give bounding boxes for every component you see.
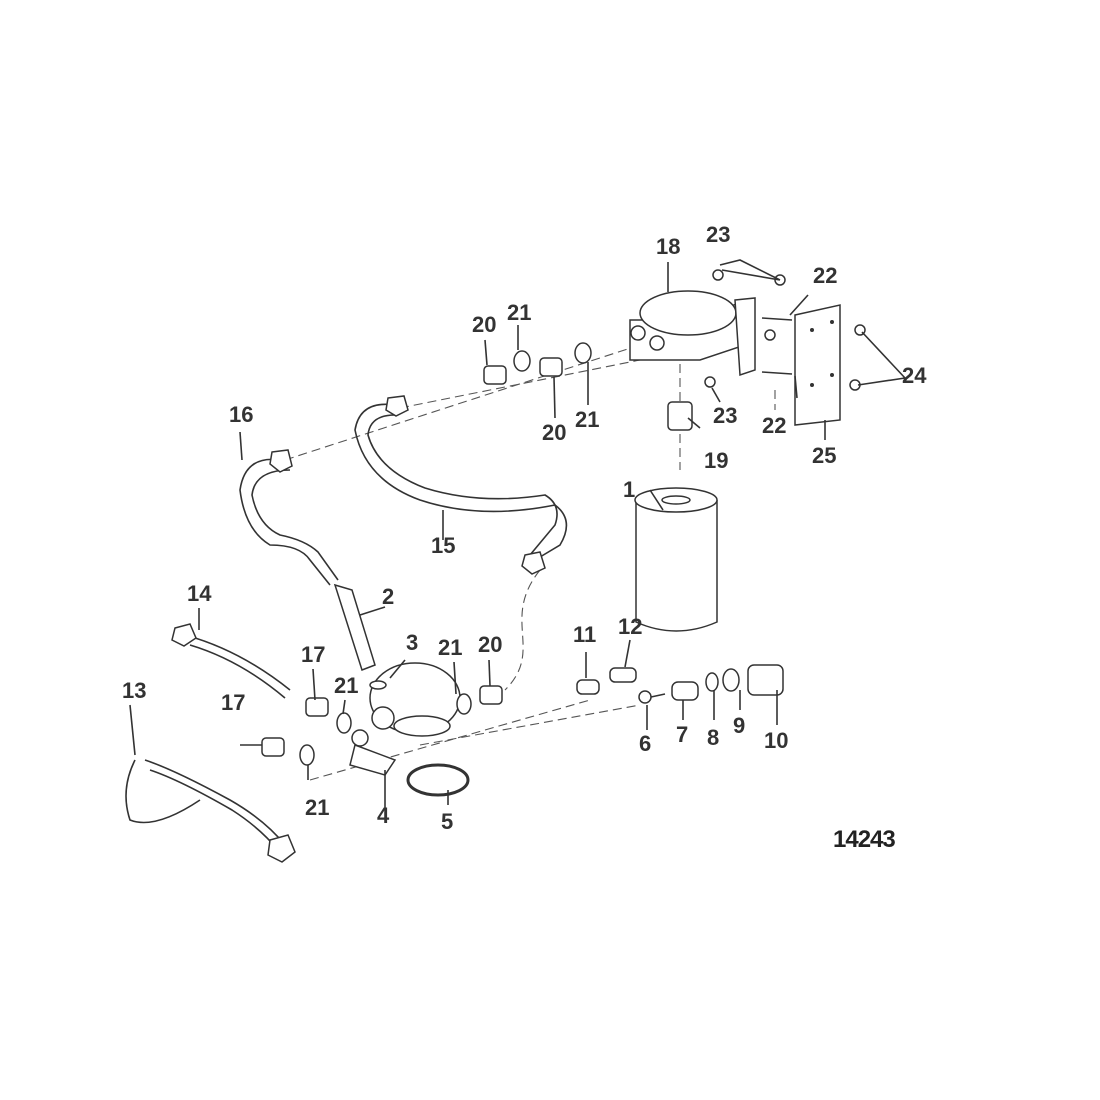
label-23-bottom: 23 xyxy=(713,403,737,428)
label-4: 4 xyxy=(377,803,390,828)
label-20-low: 20 xyxy=(478,632,502,657)
part-hoses xyxy=(125,395,568,863)
label-6: 6 xyxy=(639,731,651,756)
label-19: 19 xyxy=(704,448,728,473)
label-16: 16 xyxy=(229,402,253,427)
label-21-left: 21 xyxy=(334,673,358,698)
figure-number: 14243 xyxy=(833,826,895,853)
label-12: 12 xyxy=(618,614,642,639)
label-20-top: 20 xyxy=(472,312,496,337)
label-21-center: 21 xyxy=(438,635,462,660)
label-22-top: 22 xyxy=(813,263,837,288)
part-adapter xyxy=(333,583,376,671)
label-21-mid: 21 xyxy=(575,407,599,432)
leader-lines xyxy=(129,259,906,810)
part-labels: 1 2 3 4 5 6 7 8 9 10 11 12 13 14 15 16 1… xyxy=(122,222,927,853)
label-25: 25 xyxy=(812,443,836,468)
part-studs-nuts xyxy=(704,269,866,391)
label-5: 5 xyxy=(441,809,453,834)
label-17-lower: 17 xyxy=(221,690,245,715)
label-8: 8 xyxy=(707,725,719,750)
part-fittings-top xyxy=(483,342,592,385)
part-oil-filter xyxy=(634,487,718,632)
label-22-bottom: 22 xyxy=(762,413,786,438)
label-24: 24 xyxy=(902,363,927,388)
label-9: 9 xyxy=(733,713,745,738)
label-21-top: 21 xyxy=(507,300,531,325)
label-18: 18 xyxy=(656,234,680,259)
label-13: 13 xyxy=(122,678,146,703)
part-valve-components xyxy=(576,664,784,704)
label-23-top: 23 xyxy=(706,222,730,247)
label-1: 1 xyxy=(623,477,635,502)
part-bracket-plate xyxy=(794,304,841,426)
label-20-mid: 20 xyxy=(542,420,566,445)
label-10: 10 xyxy=(764,728,788,753)
part-nipple xyxy=(667,401,693,431)
label-17-upper: 17 xyxy=(301,642,325,667)
part-filter-adapter xyxy=(349,662,461,776)
label-3: 3 xyxy=(406,630,418,655)
label-2: 2 xyxy=(382,584,394,609)
label-15: 15 xyxy=(431,533,455,558)
part-filter-mount xyxy=(629,290,756,377)
label-21-bottom: 21 xyxy=(305,795,329,820)
label-11: 11 xyxy=(573,622,596,647)
label-14: 14 xyxy=(187,581,212,606)
label-7: 7 xyxy=(676,722,688,747)
part-seals xyxy=(261,680,503,797)
